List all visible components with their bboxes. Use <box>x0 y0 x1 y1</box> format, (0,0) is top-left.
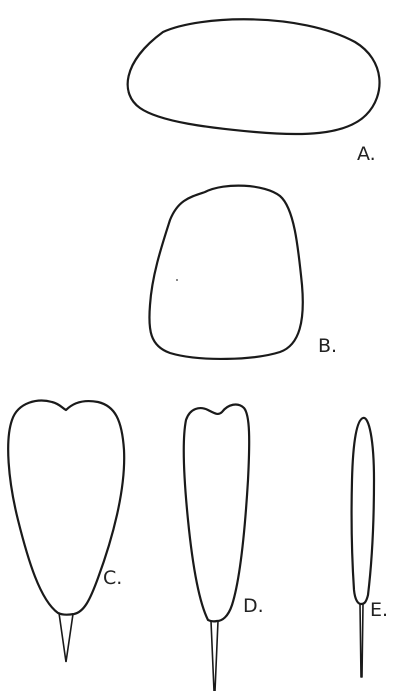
shape-e: E. <box>352 418 388 677</box>
shape-a: A. <box>128 19 380 165</box>
shape-c-spike <box>59 613 73 662</box>
label-e: E. <box>370 599 388 621</box>
shape-b-outline <box>149 186 302 359</box>
shape-b-dot <box>176 279 178 281</box>
shape-d-outline <box>184 405 249 622</box>
shape-d-spike <box>211 621 218 691</box>
shape-e-stalk <box>360 604 363 677</box>
shape-a-outline <box>128 19 380 134</box>
shape-c: C. <box>8 401 124 662</box>
label-c: C. <box>103 567 122 589</box>
label-d: D. <box>243 595 264 617</box>
label-b: B. <box>318 335 337 357</box>
shape-d: D. <box>184 405 264 691</box>
label-a: A. <box>357 143 376 165</box>
shape-b: B. <box>149 186 337 359</box>
shape-e-outline <box>352 418 374 604</box>
